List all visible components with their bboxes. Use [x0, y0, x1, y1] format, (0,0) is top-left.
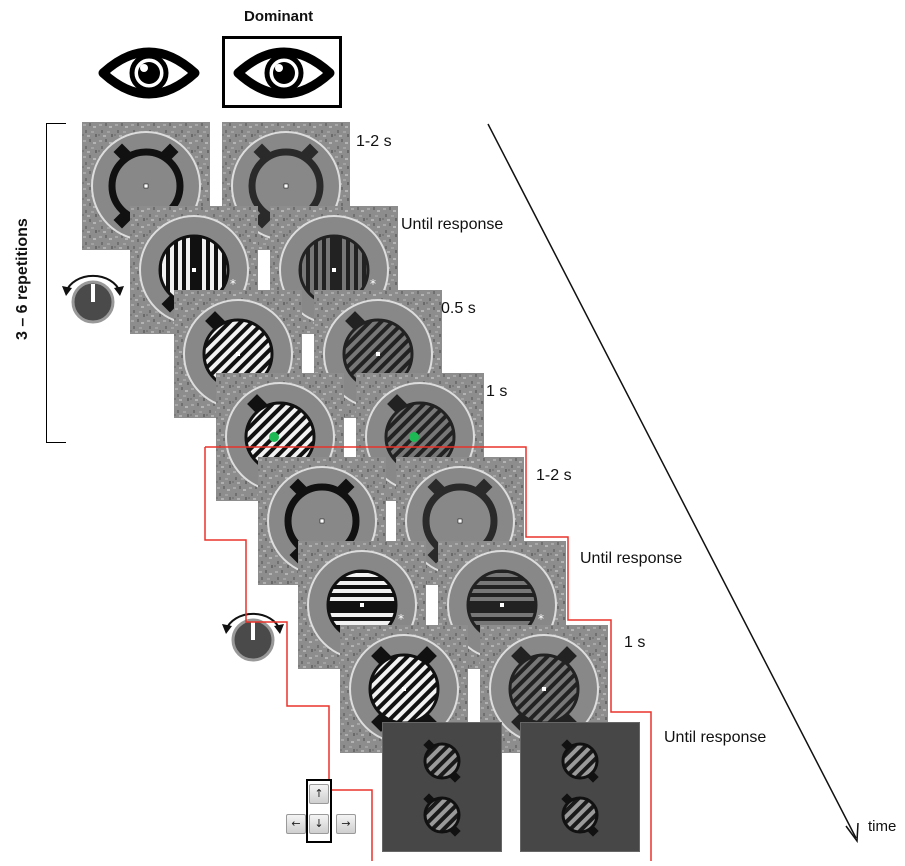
feedback-dot — [409, 432, 419, 442]
feedback-dot — [269, 432, 279, 442]
dominant-label: Dominant — [244, 8, 314, 25]
step-duration: Until response — [401, 216, 504, 233]
step-duration: 1 s — [624, 634, 646, 651]
step-duration: Until response — [580, 550, 683, 567]
down-arrow-key: ↓ — [309, 814, 329, 834]
time-label: time — [868, 818, 897, 835]
rotate-knob-icon — [218, 602, 288, 677]
star-marker: * — [370, 277, 376, 291]
repetition-bracket — [46, 123, 66, 443]
step-duration: 0.5 s — [441, 300, 476, 317]
step-duration: 1-2 s — [536, 467, 572, 484]
step-duration: 1 s — [486, 383, 508, 400]
star-marker: * — [230, 277, 236, 291]
rotate-knob-icon — [58, 264, 128, 339]
choice-panel-right — [520, 722, 640, 852]
step-duration: 1-2 s — [356, 133, 392, 150]
star-marker: * — [538, 612, 544, 626]
left-eye-icon — [97, 45, 201, 106]
dominant-eye-box — [222, 36, 342, 108]
dominant-eye-icon — [232, 45, 336, 106]
up-arrow-key: ↑ — [309, 784, 329, 804]
choice-panel-left — [382, 722, 502, 852]
star-marker: * — [398, 612, 404, 626]
left-arrow-key: ← — [286, 814, 306, 834]
right-arrow-key: → — [336, 814, 356, 834]
stimulus-frame-right — [480, 625, 608, 753]
step-duration: Until response — [664, 729, 767, 746]
